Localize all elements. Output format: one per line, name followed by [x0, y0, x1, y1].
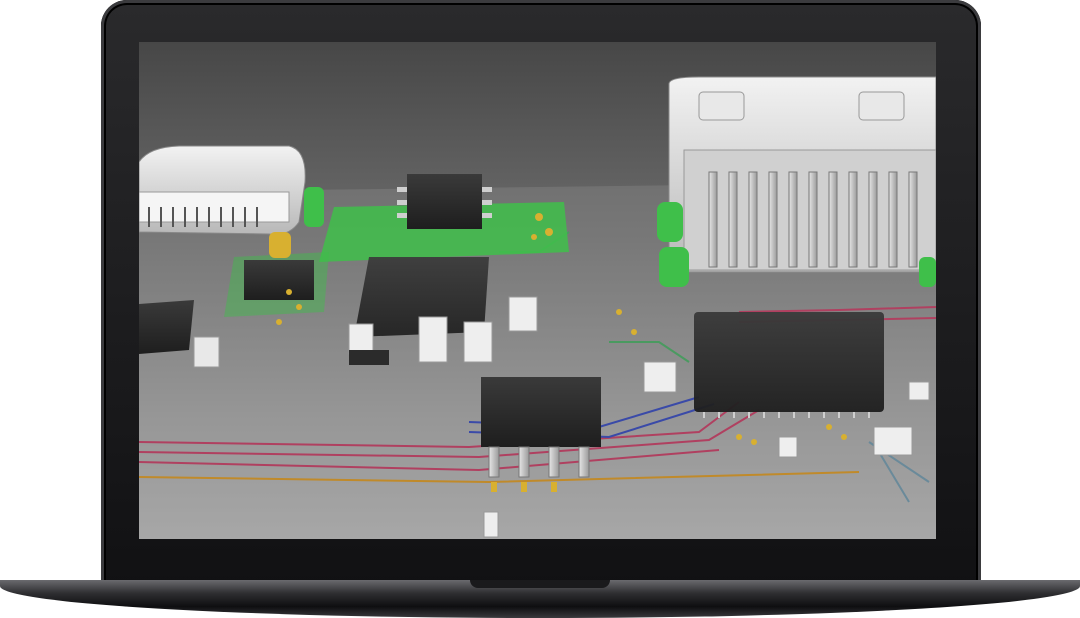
green-pcb-area — [319, 202, 569, 262]
hdmi-connector — [657, 76, 936, 287]
via-pads — [276, 213, 847, 445]
pcb-3d-render — [139, 76, 936, 539]
soic-chip-top — [397, 174, 492, 229]
qfn-chip-right — [694, 312, 884, 418]
chip-small-dark — [349, 350, 389, 365]
capacitor-left — [193, 336, 220, 368]
chip-left-2 — [139, 300, 194, 354]
laptop-screen — [139, 42, 936, 539]
soic-chip-bottom — [481, 377, 601, 492]
laptop-base-notch — [470, 580, 610, 588]
usb-c-connector — [139, 145, 324, 258]
chip-left-1 — [244, 260, 314, 300]
qfn-chip-center — [354, 257, 489, 337]
passive-components — [348, 296, 930, 538]
